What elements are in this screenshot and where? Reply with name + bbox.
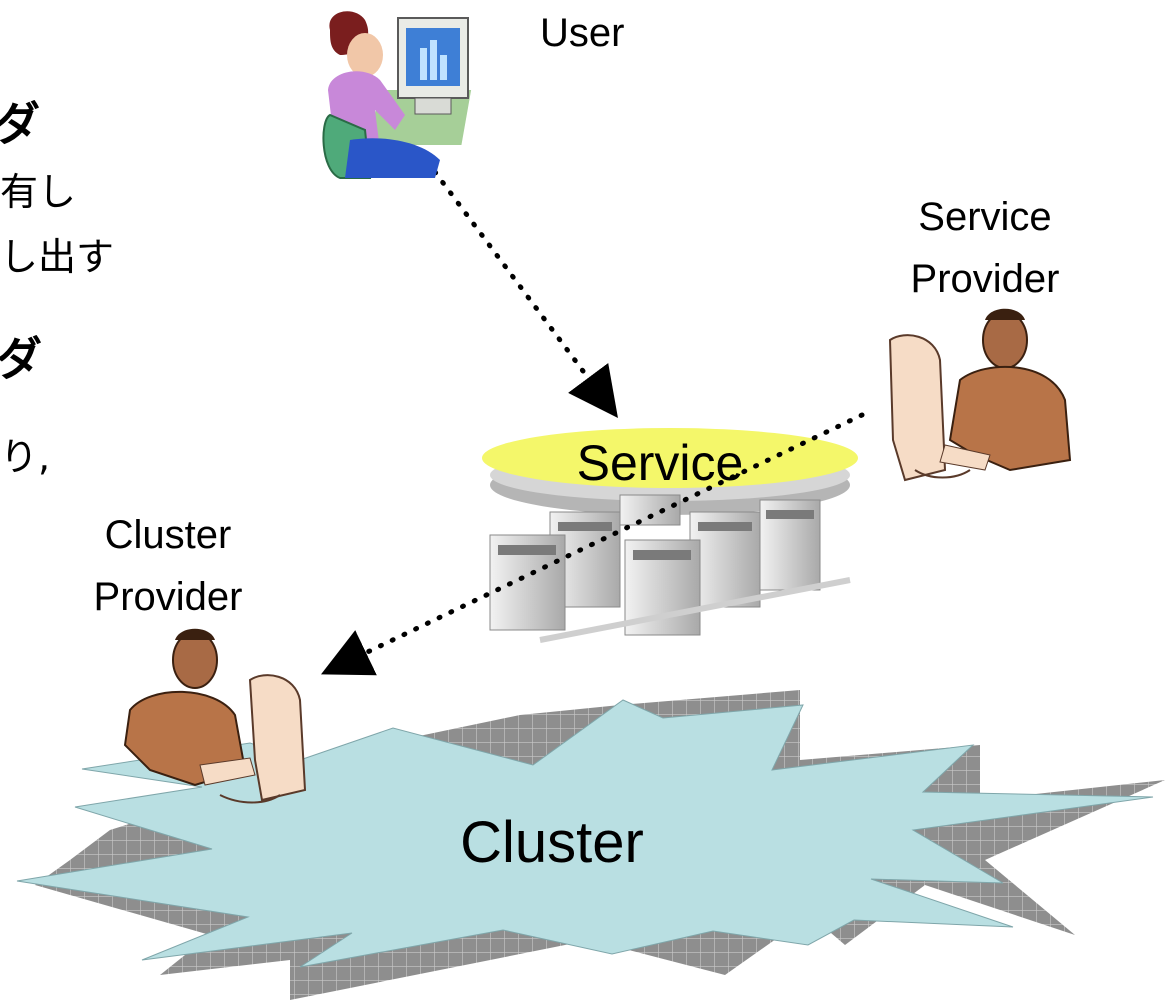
service-provider-to-cluster-provider-arrow xyxy=(320,412,865,676)
service-provider-label-line1: Service xyxy=(918,195,1051,239)
cluster-label: Cluster xyxy=(460,810,644,875)
left-text-fragment: ダ xyxy=(0,97,40,151)
connection-arrows xyxy=(320,169,865,676)
service-node: Service xyxy=(482,428,858,491)
service-label: Service xyxy=(577,435,744,491)
left-text-fragment: し出す xyxy=(0,235,114,279)
cluster-provider-person-icon xyxy=(123,628,307,804)
service-provider-label-line2: Provider xyxy=(911,257,1060,301)
user-to-service-arrow xyxy=(432,169,618,419)
user-label: User xyxy=(540,11,624,55)
left-text-fragment: 有し xyxy=(0,170,76,214)
cluster-provider-label-line2: Provider xyxy=(94,575,243,619)
server-rack-icon xyxy=(489,449,851,643)
service-provider-person-icon xyxy=(888,308,1072,482)
user-at-computer-icon xyxy=(322,11,472,179)
left-text-block: ダ 有し し出す ダ り, xyxy=(0,97,114,479)
left-text-fragment: り, xyxy=(0,435,50,479)
service-ellipse xyxy=(482,428,858,488)
cluster-provider-label-line1: Cluster xyxy=(105,513,232,557)
left-text-fragment: ダ xyxy=(0,332,42,386)
